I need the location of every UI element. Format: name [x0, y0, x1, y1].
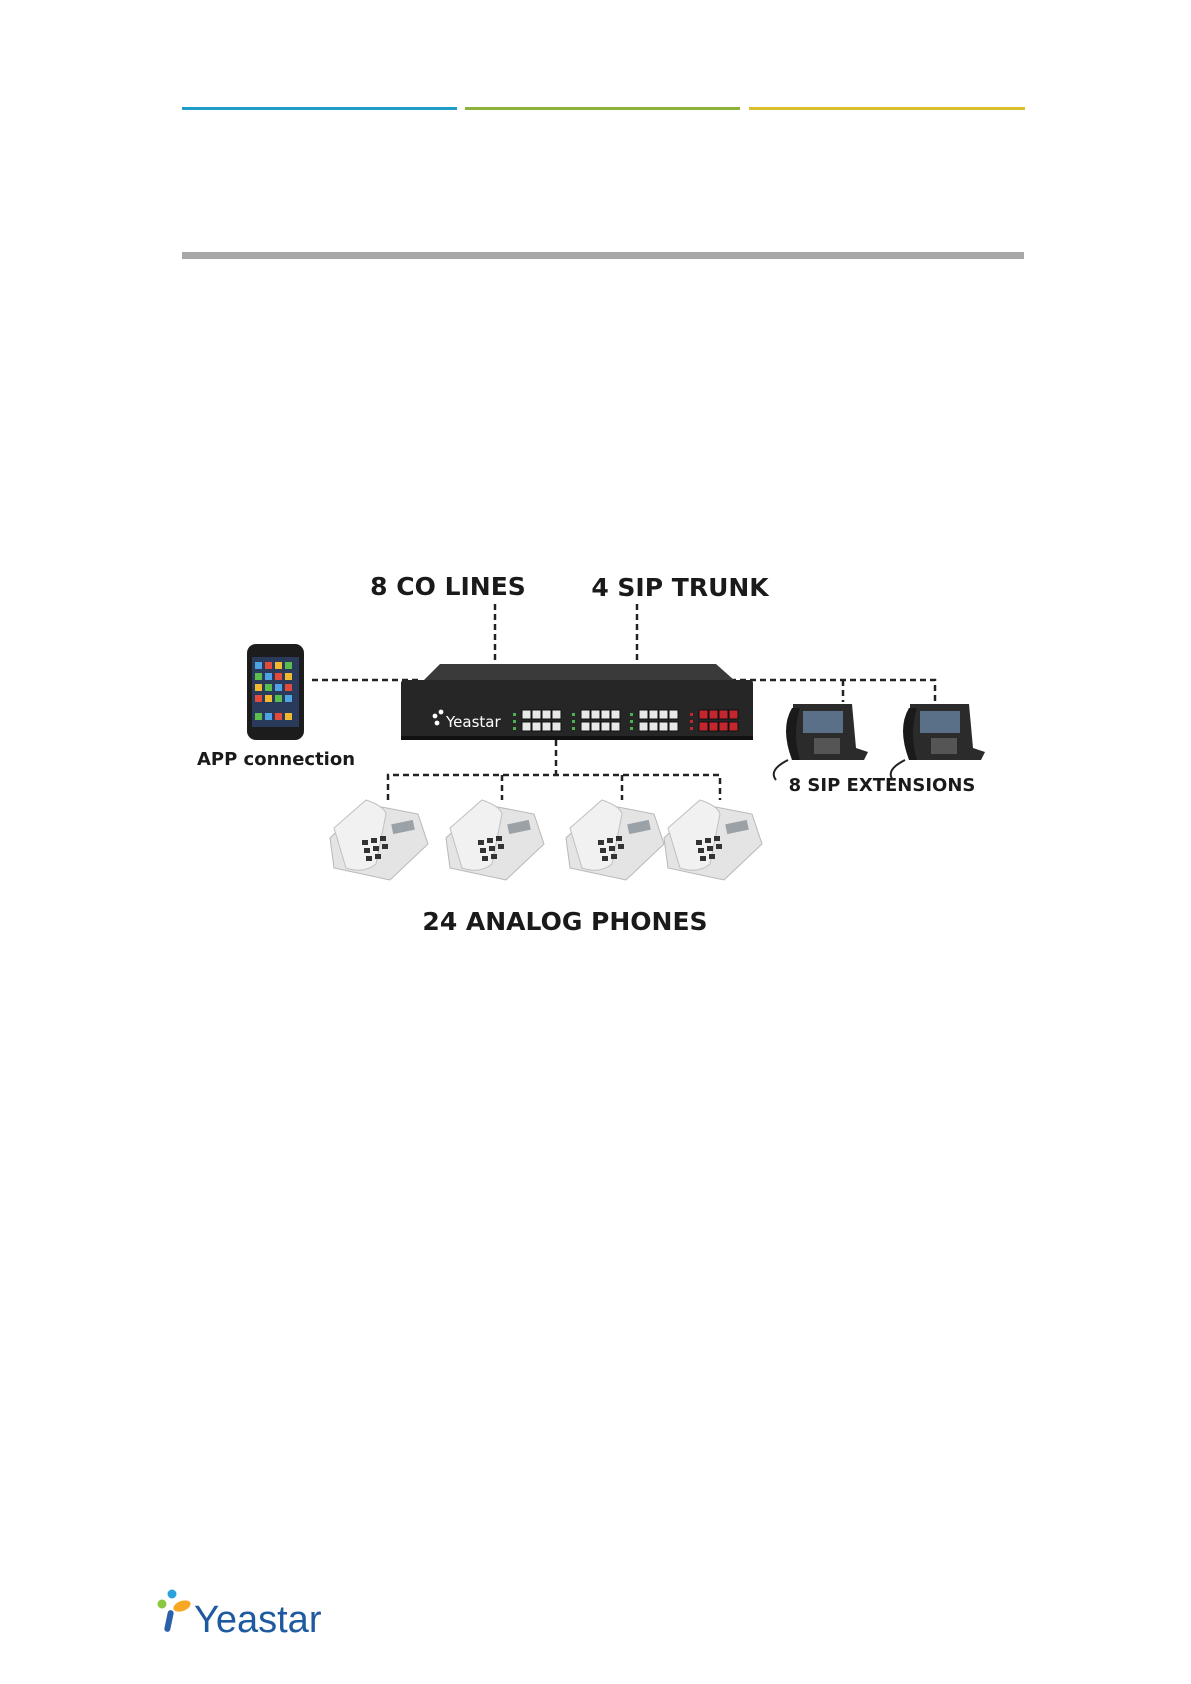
analog-phone-2: [446, 800, 544, 880]
sip-trunk-label: 4 SIP TRUNK: [591, 573, 770, 602]
yeastar-footer-logo: Yeastar: [152, 1586, 332, 1642]
analog-phone-3: [566, 800, 664, 880]
analog-phones-label: 24 ANALOG PHONES: [422, 907, 707, 936]
analog-phone-4: [664, 800, 762, 880]
analog-phone-1: [330, 800, 428, 880]
co-lines-label: 8 CO LINES: [370, 572, 526, 601]
sip-phone-1: [774, 704, 868, 780]
pbx-device: Yeastar: [401, 664, 753, 740]
app-connection-label: APP connection: [197, 749, 355, 770]
svg-text:Yeastar: Yeastar: [445, 713, 501, 731]
smartphone: [247, 644, 304, 740]
svg-text:Yeastar: Yeastar: [194, 1599, 322, 1641]
sip-extensions-label: 8 SIP EXTENSIONS: [789, 775, 976, 796]
sip-phone-2: [891, 704, 985, 780]
